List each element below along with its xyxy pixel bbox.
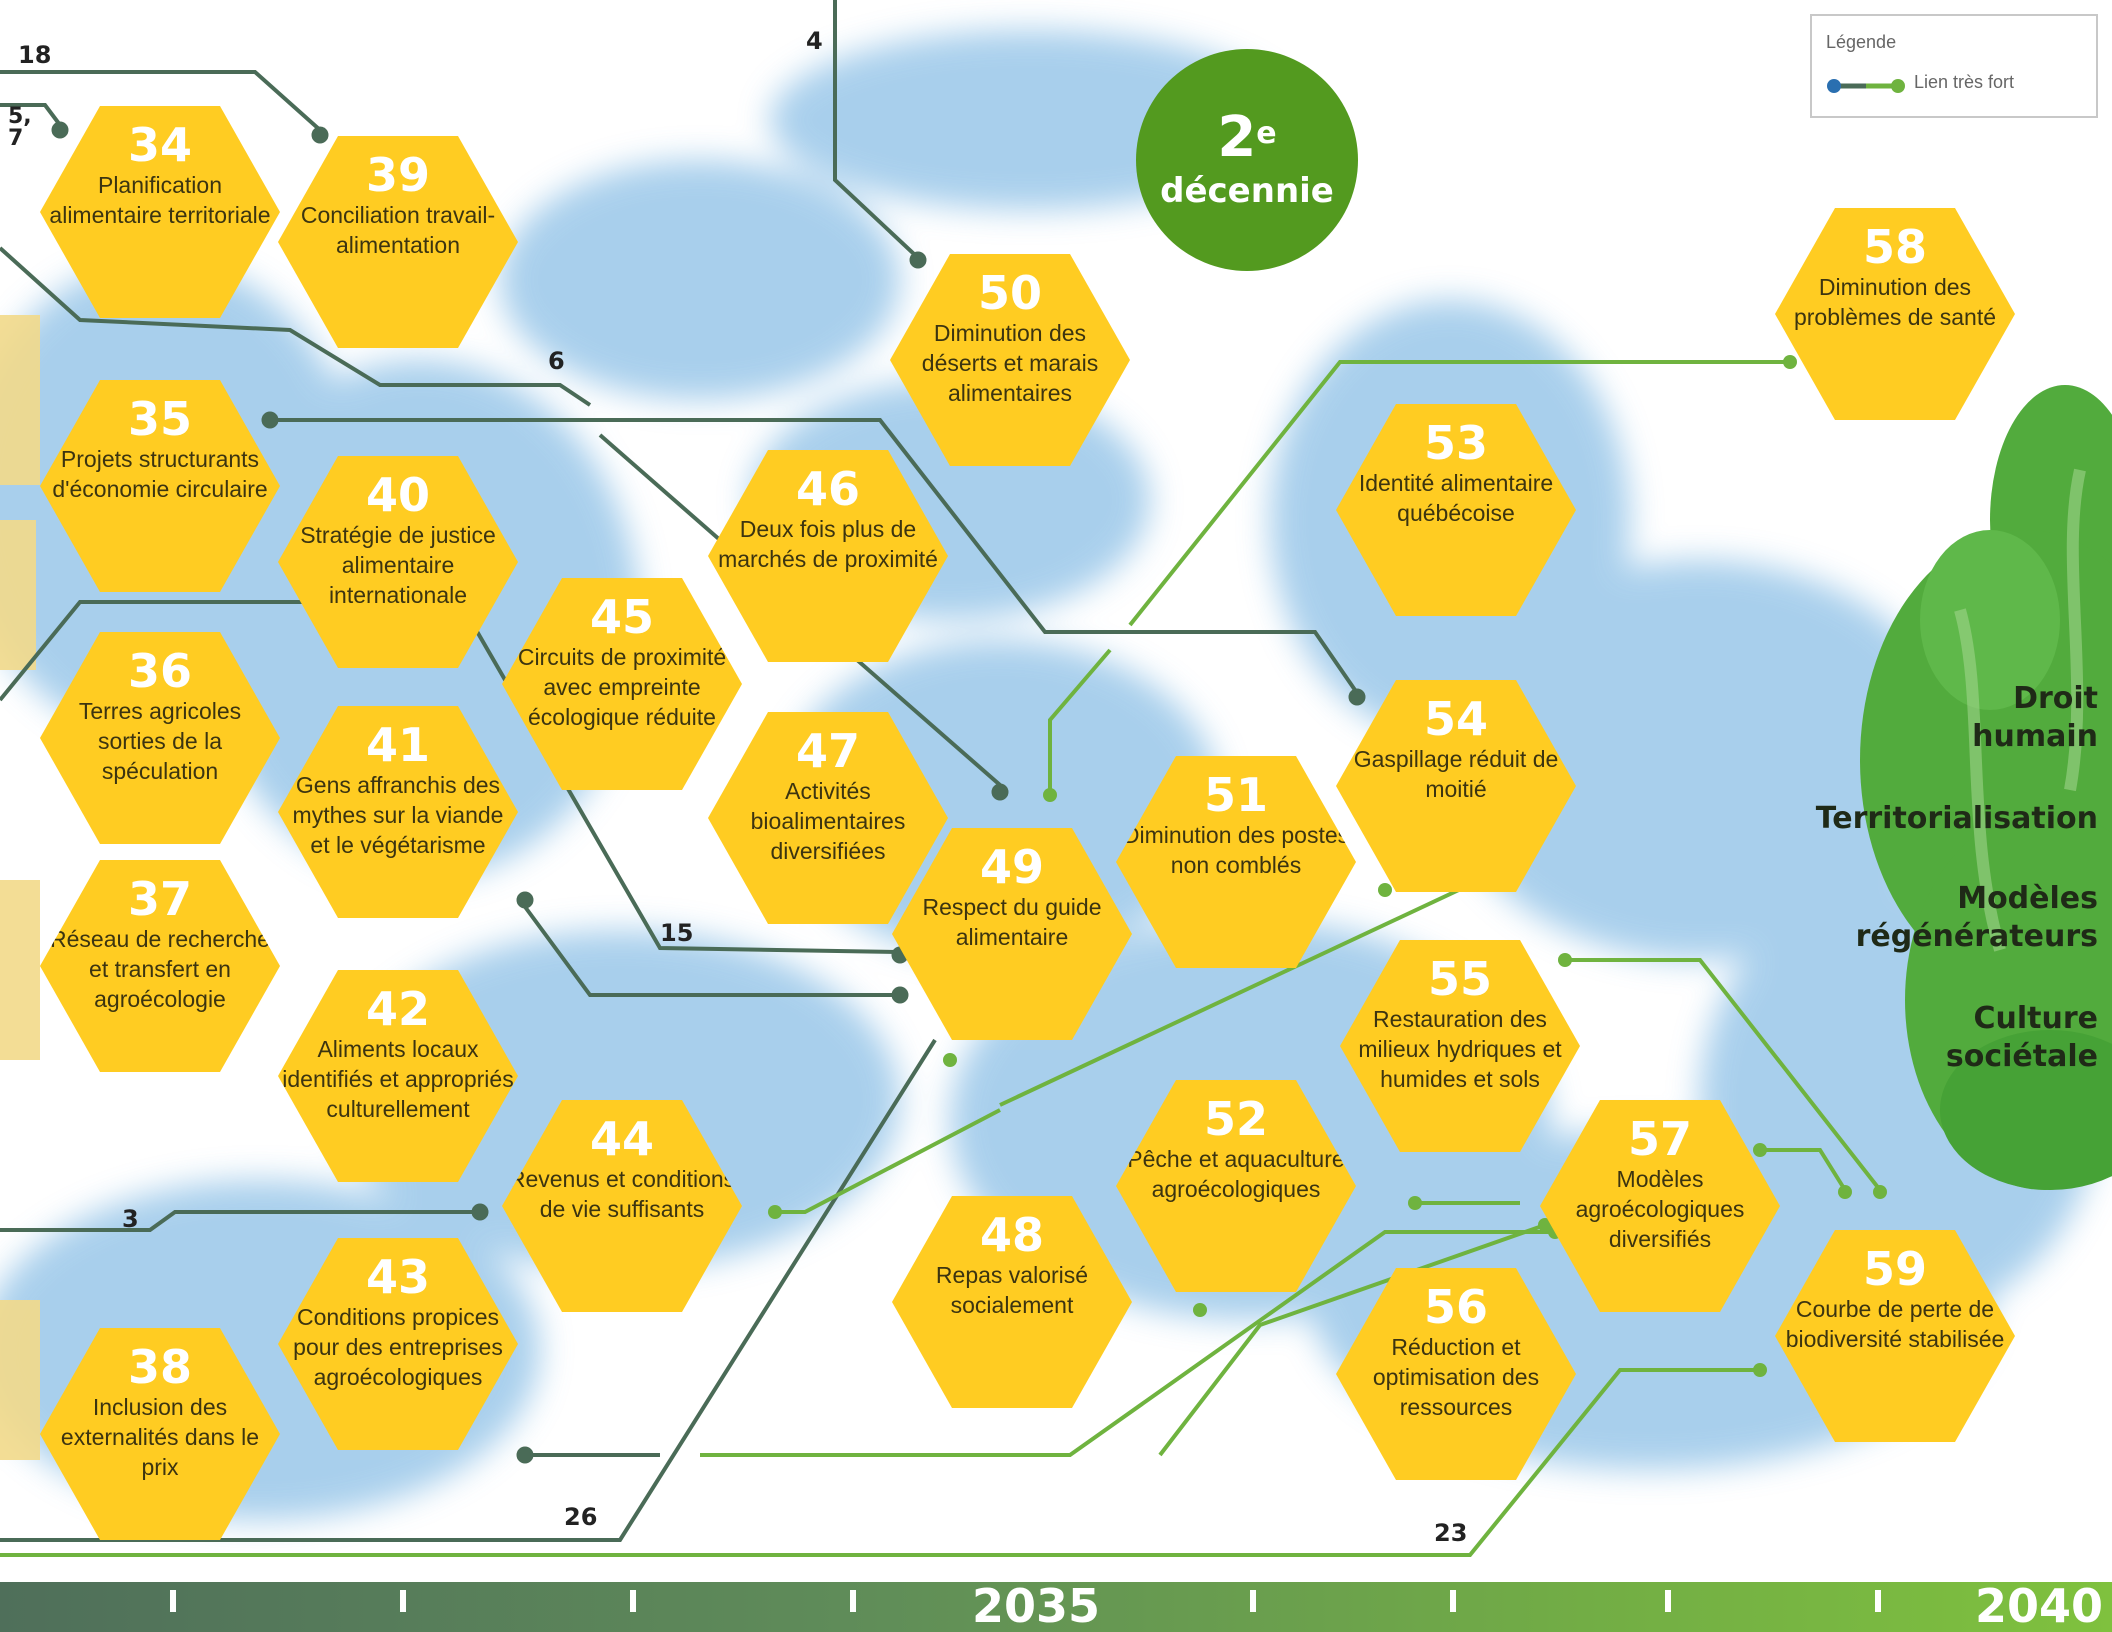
edge-label: 15	[660, 919, 694, 947]
strong-link-icon	[1827, 79, 1905, 93]
goal-number: 39	[365, 148, 430, 202]
green-region	[1860, 385, 2112, 1190]
timeline-tick	[1665, 1590, 1671, 1612]
goal-label: Identité alimentaire québécoise	[1358, 470, 1554, 526]
green-links	[0, 360, 1882, 1557]
goal-number: 37	[127, 872, 192, 926]
goal-label: Courbe de perte de biodiversité stabilis…	[1785, 1296, 2005, 1352]
legend: Légende Lien très fort	[1810, 14, 2098, 118]
goal-label: Conciliation travail-alimentation	[300, 202, 496, 258]
goal-label: Diminution des déserts et marais aliment…	[921, 320, 1099, 406]
goal-label: Revenus et conditions de vie suffisants	[508, 1166, 736, 1222]
timeline-bar: 2035 2040	[0, 1579, 2112, 1632]
goal-number: 34	[127, 118, 192, 172]
goal-number: 50	[977, 266, 1042, 320]
edge-label: 3	[122, 1205, 139, 1233]
goal-label: Deux fois plus de marchés de proximité	[718, 516, 938, 572]
decade-badge: 2e décennie	[1136, 49, 1358, 271]
year-label: 2040	[1975, 1579, 2104, 1632]
goal-number: 43	[365, 1250, 430, 1304]
timeline-tick	[170, 1590, 176, 1612]
timeline-tick	[400, 1590, 406, 1612]
goal-label: Repas valorisé socialement	[935, 1262, 1089, 1318]
goal-label: Gens affranchis des mythes sur la viande…	[292, 772, 504, 858]
legend-title: Légende	[1826, 32, 1897, 52]
edge-label: 5, 7	[8, 104, 32, 151]
legend-item: Lien très fort	[1914, 72, 2015, 92]
goal-label: Diminution des postes non comblés	[1122, 822, 1350, 878]
value-human-right: Droit humain	[1972, 681, 2098, 754]
goal-label: Réduction et optimisation des ressources	[1372, 1334, 1540, 1420]
goal-label: Activités bioalimentaires diversifiées	[750, 778, 906, 864]
goal-number: 52	[1203, 1092, 1268, 1146]
goal-number: 47	[795, 724, 860, 778]
timeline-tick	[850, 1590, 856, 1612]
edge-label: 4	[806, 27, 823, 55]
goal-label: Conditions propices pour des entreprises…	[293, 1304, 503, 1390]
goal-number: 58	[1862, 220, 1927, 274]
goal-number: 59	[1862, 1242, 1927, 1296]
timeline-tick	[1250, 1590, 1256, 1612]
goal-number: 38	[127, 1340, 192, 1394]
goal-number: 57	[1627, 1112, 1692, 1166]
decade-suffix: e	[1256, 116, 1277, 151]
goal-label: Projets structurants d'économie circulai…	[52, 446, 268, 502]
goal-label: Terres agricoles sorties de la spéculati…	[78, 698, 242, 784]
timeline-tick	[630, 1590, 636, 1612]
goal-number: 42	[365, 982, 430, 1036]
goal-label: Planification alimentaire territoriale	[49, 172, 271, 228]
goal-label: Modèles agroécologiques diversifiés	[1575, 1166, 1745, 1252]
timeline-tick	[1450, 1590, 1456, 1612]
goal-number: 54	[1423, 692, 1488, 746]
goal-number: 36	[127, 644, 192, 698]
goal-number: 35	[127, 392, 192, 446]
side-tabs	[0, 315, 40, 1460]
value-societal-culture: Culture sociétale	[1945, 1001, 2098, 1074]
goal-number: 40	[365, 468, 430, 522]
edge-label: 18	[18, 41, 52, 69]
goal-number: 53	[1423, 416, 1488, 470]
edge-label: 6	[548, 347, 565, 375]
edge-label: 23	[1434, 1519, 1468, 1547]
year-label: 2035	[972, 1579, 1101, 1632]
goal-label: Circuits de proximité avec empreinte éco…	[517, 644, 727, 730]
goal-number: 49	[979, 840, 1044, 894]
goal-label: Aliments locaux identifiés et appropriés…	[282, 1036, 514, 1122]
goal-number: 46	[795, 462, 860, 516]
goal-number: 55	[1427, 952, 1492, 1006]
goal-label: Inclusion des externalités dans le prix	[60, 1394, 260, 1480]
value-regenerative-models: Modèles régénérateurs	[1855, 881, 2098, 954]
goal-label: Restauration des milieux hydriques et hu…	[1358, 1006, 1562, 1092]
goal-number: 56	[1423, 1280, 1488, 1334]
goal-number: 44	[589, 1112, 654, 1166]
goal-label: Pêche et aquaculture agroécologiques	[1127, 1146, 1345, 1202]
edge-label: 26	[564, 1503, 598, 1531]
timeline-tick	[1875, 1590, 1881, 1612]
goal-number: 48	[979, 1208, 1044, 1262]
fork-icons	[51, 121, 1366, 1464]
goal-label: Gaspillage réduit de moitié	[1353, 746, 1559, 802]
decade-number: 2	[1217, 105, 1257, 170]
goal-label: Stratégie de justice alimentaire interna…	[300, 522, 496, 608]
goal-number: 45	[589, 590, 654, 644]
decade-label: décennie	[1160, 171, 1334, 211]
goal-number: 41	[365, 718, 430, 772]
goal-label: Respect du guide alimentaire	[922, 894, 1102, 950]
value-territorialisation: Territorialisation	[1815, 801, 2098, 836]
goal-number: 51	[1203, 768, 1268, 822]
goal-label: Réseau de recherche et transfert en agro…	[50, 926, 270, 1012]
goal-label: Diminution des problèmes de santé	[1793, 274, 1996, 330]
